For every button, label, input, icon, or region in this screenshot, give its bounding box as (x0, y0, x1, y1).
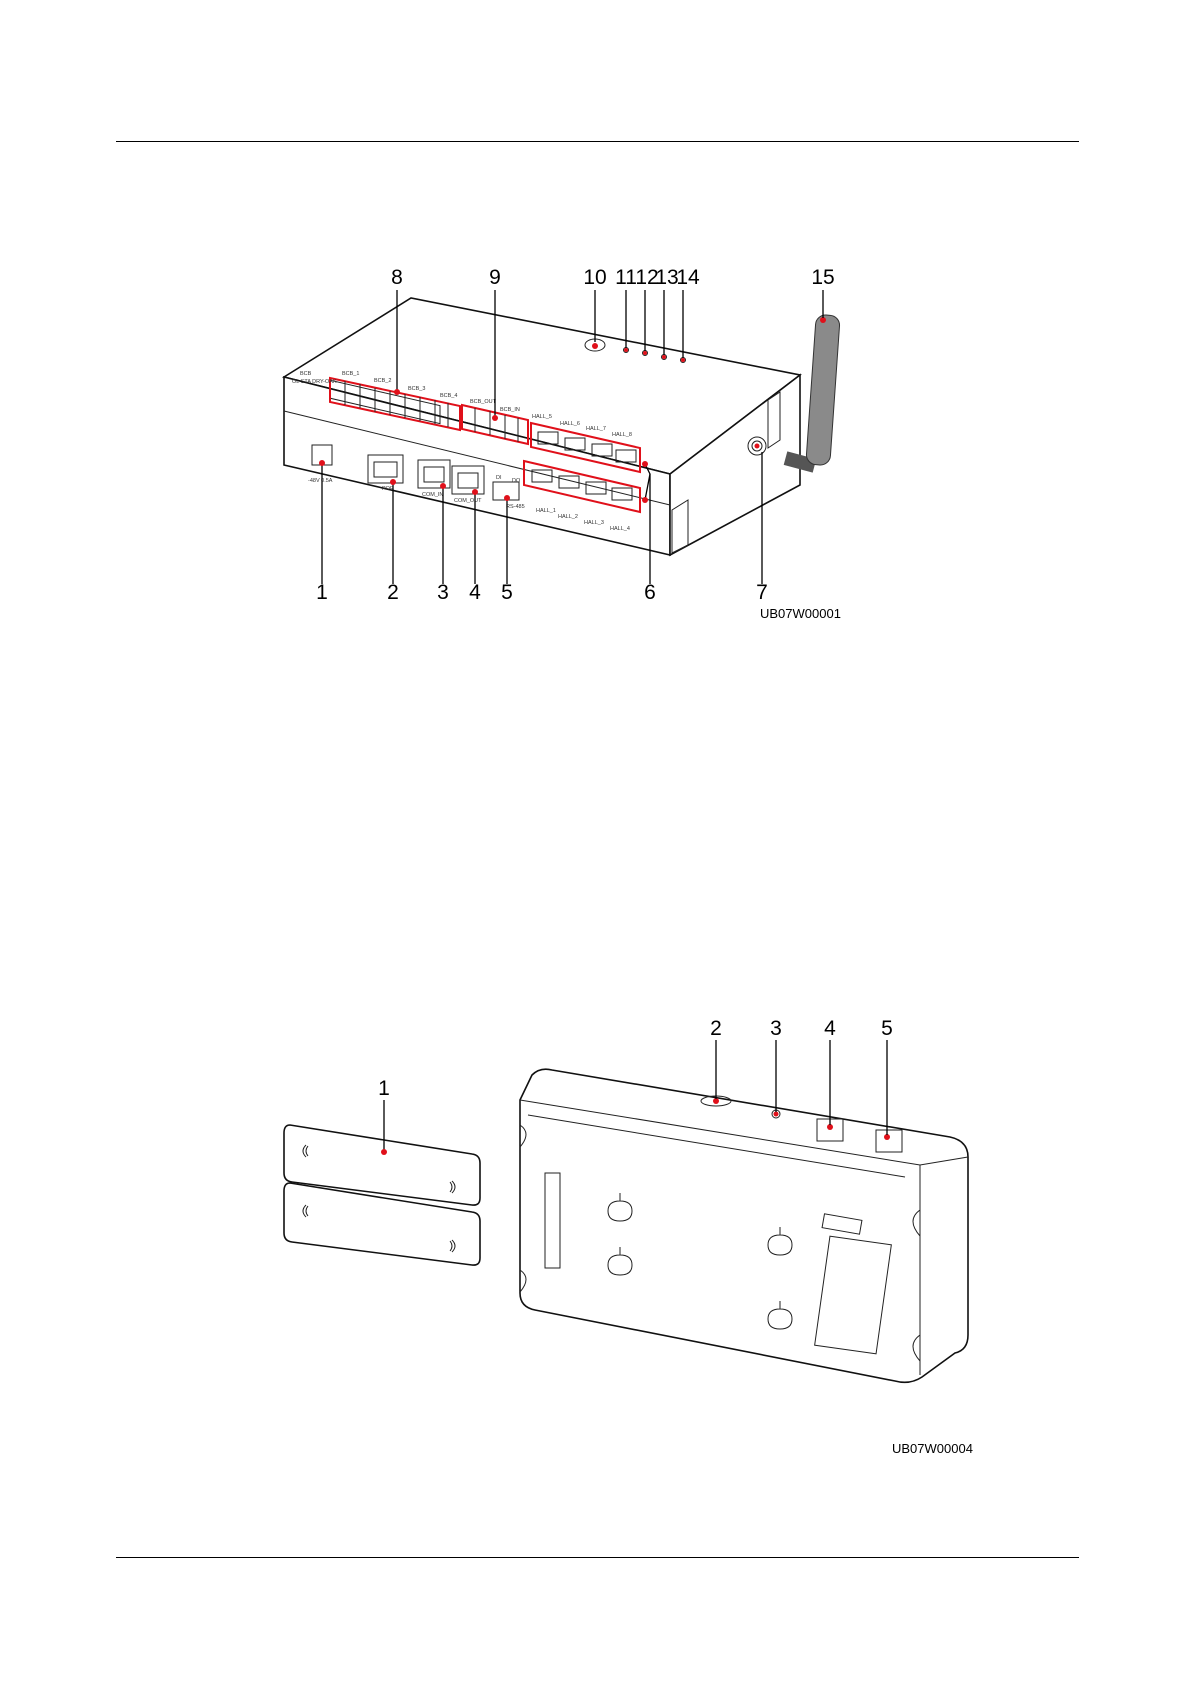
figure-device-back-view: 1 2 3 4 5 UB07W00004 (0, 1015, 1192, 1465)
callout-7: 7 (756, 581, 768, 604)
callout-5: 5 (501, 581, 513, 604)
label-bcb-out: BCB_OUT (470, 399, 497, 405)
fig2-callout-4: 4 (824, 1017, 836, 1040)
label-hall-2: HALL_2 (558, 514, 578, 520)
figure-2-id: UB07W00004 (892, 1441, 973, 1456)
callout-9: 9 (489, 266, 501, 289)
label-hall-1: HALL_1 (536, 508, 556, 514)
callout-2: 2 (387, 581, 399, 604)
figure-1-id: UB07W00001 (760, 606, 841, 621)
callout-3: 3 (437, 581, 449, 604)
label-hall-6: HALL_6 (560, 421, 580, 427)
fig2-callout-1: 1 (378, 1077, 390, 1100)
label-bcb: BCB (300, 371, 312, 377)
header-rule (116, 141, 1079, 142)
label-bcb-1: BCB_1 (342, 371, 359, 377)
label-hall-4: HALL_4 (610, 526, 630, 532)
label-bcb-3: BCB_3 (408, 386, 425, 392)
label-bcb-2: BCB_2 (374, 378, 391, 384)
label-hall-3: HALL_3 (584, 520, 604, 526)
label-com-out: COM_OUT (454, 498, 482, 504)
callout-11: 11 (615, 266, 637, 289)
callout-1: 1 (316, 581, 328, 604)
label-com-in: COM_IN (422, 492, 443, 498)
label-bcb-row: OL STA DRY-OAK (292, 379, 337, 385)
label-bcb-4: BCB_4 (440, 393, 457, 399)
label-hall-8: HALL_8 (612, 432, 632, 438)
label-power: -48V 0.5A (308, 478, 333, 484)
label-poe: POE (382, 486, 394, 492)
callout-13: 13 (655, 266, 678, 289)
fig2-callout-3: 3 (770, 1017, 782, 1040)
figure-device-front-view: BCB OL STA DRY-OAK BCB_1 BCB_2 BCB_3 BCB… (0, 260, 1192, 630)
callout-14: 14 (676, 266, 700, 289)
label-hall-5: HALL_5 (532, 414, 552, 420)
footer-rule (116, 1557, 1079, 1558)
device-back-body (520, 1069, 968, 1382)
label-bcb-in: BCB_IN (500, 407, 520, 413)
label-rs485: RS-485 (506, 504, 525, 510)
label-hall-7: HALL_7 (586, 426, 606, 432)
device-front-illustration: BCB OL STA DRY-OAK BCB_1 BCB_2 BCB_3 BCB… (0, 260, 1192, 630)
device-back-illustration: 1 2 3 4 5 UB07W00004 (0, 1015, 1192, 1465)
label-di: DI (496, 475, 502, 481)
fig2-callout-2: 2 (710, 1017, 722, 1040)
callout-6: 6 (644, 581, 656, 604)
label-do: DO (512, 478, 521, 484)
mounting-plates (284, 1125, 480, 1265)
fig2-callout-5: 5 (881, 1017, 893, 1040)
callout-10: 10 (583, 266, 606, 289)
callout-4: 4 (469, 581, 481, 604)
callout-8: 8 (391, 266, 403, 289)
callout-15: 15 (811, 266, 834, 289)
